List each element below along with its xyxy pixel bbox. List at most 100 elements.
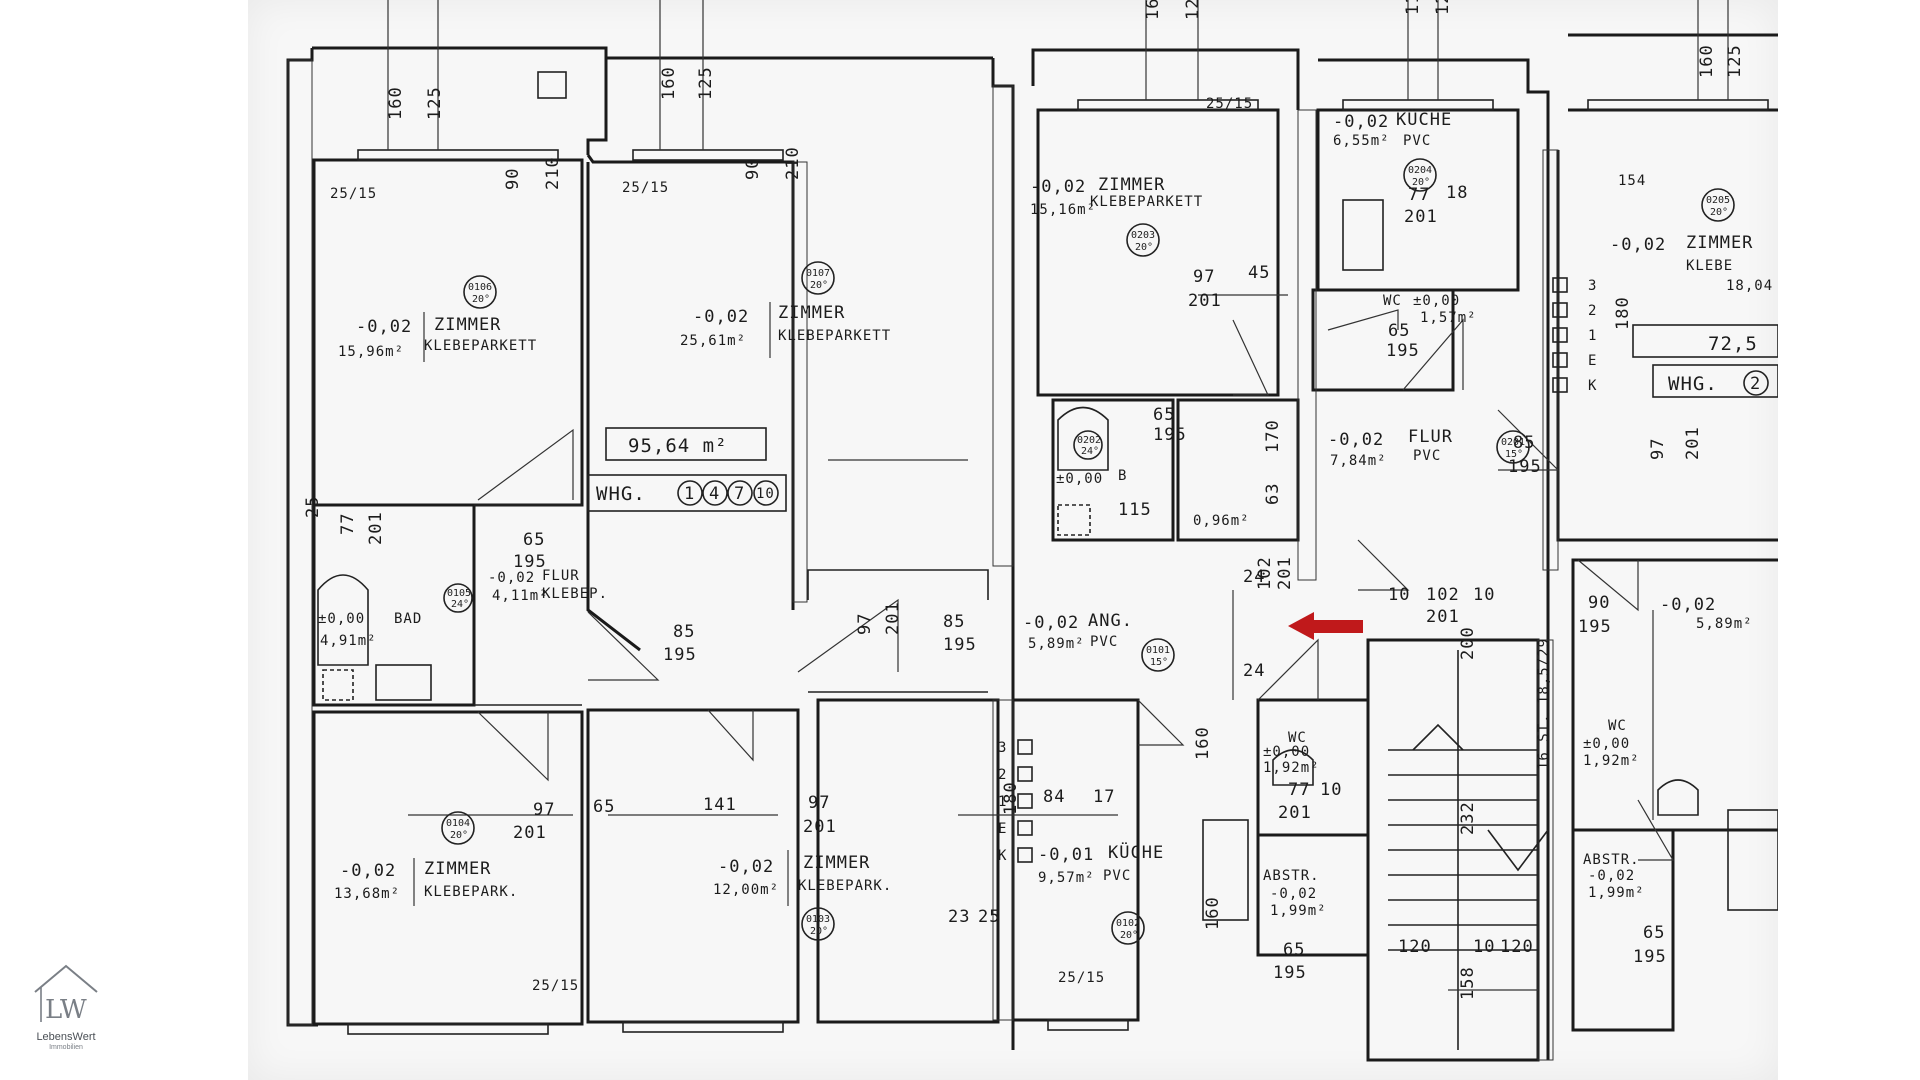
- svg-text:WC: WC: [1608, 718, 1627, 734]
- svg-text:5,89m²: 5,89m²: [1028, 636, 1085, 652]
- svg-text:90: 90: [1588, 593, 1610, 613]
- svg-text:-0,02: -0,02: [1270, 886, 1317, 902]
- svg-text:10: 10: [1473, 937, 1495, 957]
- svg-text:65: 65: [1153, 405, 1175, 425]
- svg-text:84: 84: [1043, 787, 1065, 807]
- svg-text:85: 85: [1513, 433, 1535, 453]
- svg-text:PVC: PVC: [1413, 448, 1441, 464]
- svg-text:PVC: PVC: [1403, 133, 1431, 149]
- svg-text:20°: 20°: [810, 280, 828, 291]
- dimension-lines: [387, 0, 1729, 991]
- svg-text:B: B: [1118, 468, 1127, 484]
- room-zimmer-top-center: 0107 20° -0,02 ZIMMER 25,61m² KLEBEPARKE…: [680, 261, 890, 358]
- svg-text:195: 195: [1633, 947, 1667, 967]
- vent-shafts: [1017, 277, 1568, 863]
- svg-text:ZIMMER: ZIMMER: [434, 315, 501, 335]
- svg-text:20°: 20°: [1412, 177, 1430, 188]
- svg-text:160: 160: [1203, 896, 1223, 930]
- svg-text:5,89m²: 5,89m²: [1696, 616, 1753, 632]
- whg-box-frame-right: [1652, 364, 1778, 398]
- svg-text:115: 115: [1118, 500, 1152, 520]
- room-flur-right: 0201 15° -0,02 FLUR 7,84m² PVC: [1328, 427, 1530, 469]
- svg-text:15°: 15°: [1505, 449, 1523, 460]
- svg-text:25/15: 25/15: [1206, 96, 1253, 112]
- svg-text:120: 120: [1500, 937, 1534, 957]
- room-zimmer-bottom-left: 0104 20° -0,02 ZIMMER 13,68m² KLEBEPARK.: [334, 811, 517, 906]
- svg-text:0103: 0103: [806, 914, 830, 925]
- svg-text:-0,02: -0,02: [1610, 235, 1666, 255]
- svg-text:-0,02: -0,02: [718, 857, 774, 877]
- room-anleitung-ang: 0101 15° -0,02 ANG. 5,89m² PVC: [1023, 611, 1175, 672]
- room-kueche-bottom: 0102 20° -0,01 KÜCHE 9,57m² PVC: [1038, 841, 1163, 945]
- svg-text:0104: 0104: [446, 818, 470, 829]
- svg-text:15,16m²: 15,16m²: [1030, 202, 1096, 218]
- svg-text:3: 3: [998, 740, 1007, 756]
- svg-text:160: 160: [1193, 726, 1213, 760]
- svg-text:141: 141: [703, 795, 737, 815]
- svg-text:201: 201: [1683, 426, 1703, 460]
- svg-text:77: 77: [1288, 780, 1310, 800]
- other-apartment-number: 2: [1750, 374, 1761, 394]
- svg-text:K: K: [998, 848, 1007, 864]
- svg-text:0202: 0202: [1077, 435, 1101, 446]
- svg-text:125: 125: [1183, 0, 1203, 20]
- svg-text:-0,02: -0,02: [693, 307, 749, 327]
- svg-text:ZIMMER: ZIMMER: [424, 859, 491, 879]
- svg-text:63: 63: [1263, 483, 1283, 505]
- svg-text:2: 2: [998, 767, 1007, 783]
- svg-text:102: 102: [1426, 585, 1460, 605]
- svg-text:E: E: [998, 821, 1007, 837]
- room-zimmer-top-right: 0203 20° -0,02 ZIMMER 15,16m² KLEBEPARKE…: [1030, 175, 1202, 257]
- svg-text:18,04: 18,04: [1726, 278, 1773, 294]
- svg-text:201: 201: [883, 601, 903, 635]
- room-wc-right: WC ±0,00 1,92m²: [1583, 718, 1639, 769]
- svg-text:180: 180: [1613, 296, 1633, 330]
- svg-text:KLEBEPARKETT: KLEBEPARKETT: [424, 338, 537, 354]
- svg-text:85: 85: [673, 622, 695, 642]
- svg-text:15,96m²: 15,96m²: [338, 344, 404, 360]
- room-kueche-top: 0204 20° -0,02 KÜCHE 6,55m² PVC: [1333, 108, 1451, 192]
- svg-text:25: 25: [978, 907, 1000, 927]
- svg-text:1,92m²: 1,92m²: [1263, 760, 1320, 776]
- svg-text:0204: 0204: [1408, 165, 1432, 176]
- svg-text:23: 23: [948, 907, 970, 927]
- svg-text:20°: 20°: [450, 830, 468, 841]
- floor-plan-sheet: 95,64 m² WHG. 1 4 7 10 72,5 WHG. 2 0106 …: [248, 0, 1778, 1080]
- svg-text:180: 180: [1001, 781, 1021, 815]
- svg-text:158: 158: [1458, 966, 1478, 1000]
- svg-text:ANG.: ANG.: [1088, 611, 1133, 631]
- svg-text:0102: 0102: [1116, 918, 1140, 929]
- svg-text:-0,02: -0,02: [340, 861, 396, 881]
- svg-text:20°: 20°: [1120, 930, 1138, 941]
- svg-text:201: 201: [513, 823, 547, 843]
- svg-text:-0,02: -0,02: [488, 570, 535, 586]
- svg-text:20°: 20°: [1135, 242, 1153, 253]
- svg-text:125: 125: [1433, 0, 1453, 15]
- floor-plan-drawing: 95,64 m² WHG. 1 4 7 10 72,5 WHG. 2 0106 …: [286, 0, 1778, 1062]
- other-apartment-label: WHG.: [1668, 373, 1718, 395]
- svg-text:0201: 0201: [1501, 437, 1525, 448]
- svg-text:1,99m²: 1,99m²: [1588, 885, 1645, 901]
- apartment-number-4: 10: [756, 486, 775, 502]
- svg-text:65: 65: [1388, 321, 1410, 341]
- svg-text:160: 160: [386, 86, 406, 120]
- svg-text:E: E: [1588, 353, 1597, 369]
- svg-text:0105: 0105: [447, 588, 471, 599]
- svg-text:1: 1: [1588, 328, 1597, 344]
- svg-text:ZIMMER: ZIMMER: [1098, 175, 1165, 195]
- apartment-area: 95,64 m²: [628, 435, 728, 457]
- svg-text:WC: WC: [1288, 730, 1307, 746]
- svg-text:3: 3: [1588, 278, 1597, 294]
- svg-text:7,84m²: 7,84m²: [1330, 453, 1387, 469]
- apartment-number-circles: 1 4 7 10: [677, 480, 779, 506]
- staircase: [1388, 650, 1549, 1050]
- windows: [347, 71, 1769, 1035]
- vent-labels-top: 3 2 1 E K: [1588, 278, 1597, 394]
- svg-text:77: 77: [338, 513, 358, 535]
- svg-text:18: 18: [1446, 183, 1468, 203]
- svg-text:154: 154: [1618, 173, 1646, 189]
- apartment-number-2: 4: [709, 484, 720, 504]
- room-wc-top: WC ±0,00 1,57m²: [1383, 293, 1476, 326]
- svg-text:2: 2: [1588, 303, 1597, 319]
- svg-text:-0,02: -0,02: [1588, 868, 1635, 884]
